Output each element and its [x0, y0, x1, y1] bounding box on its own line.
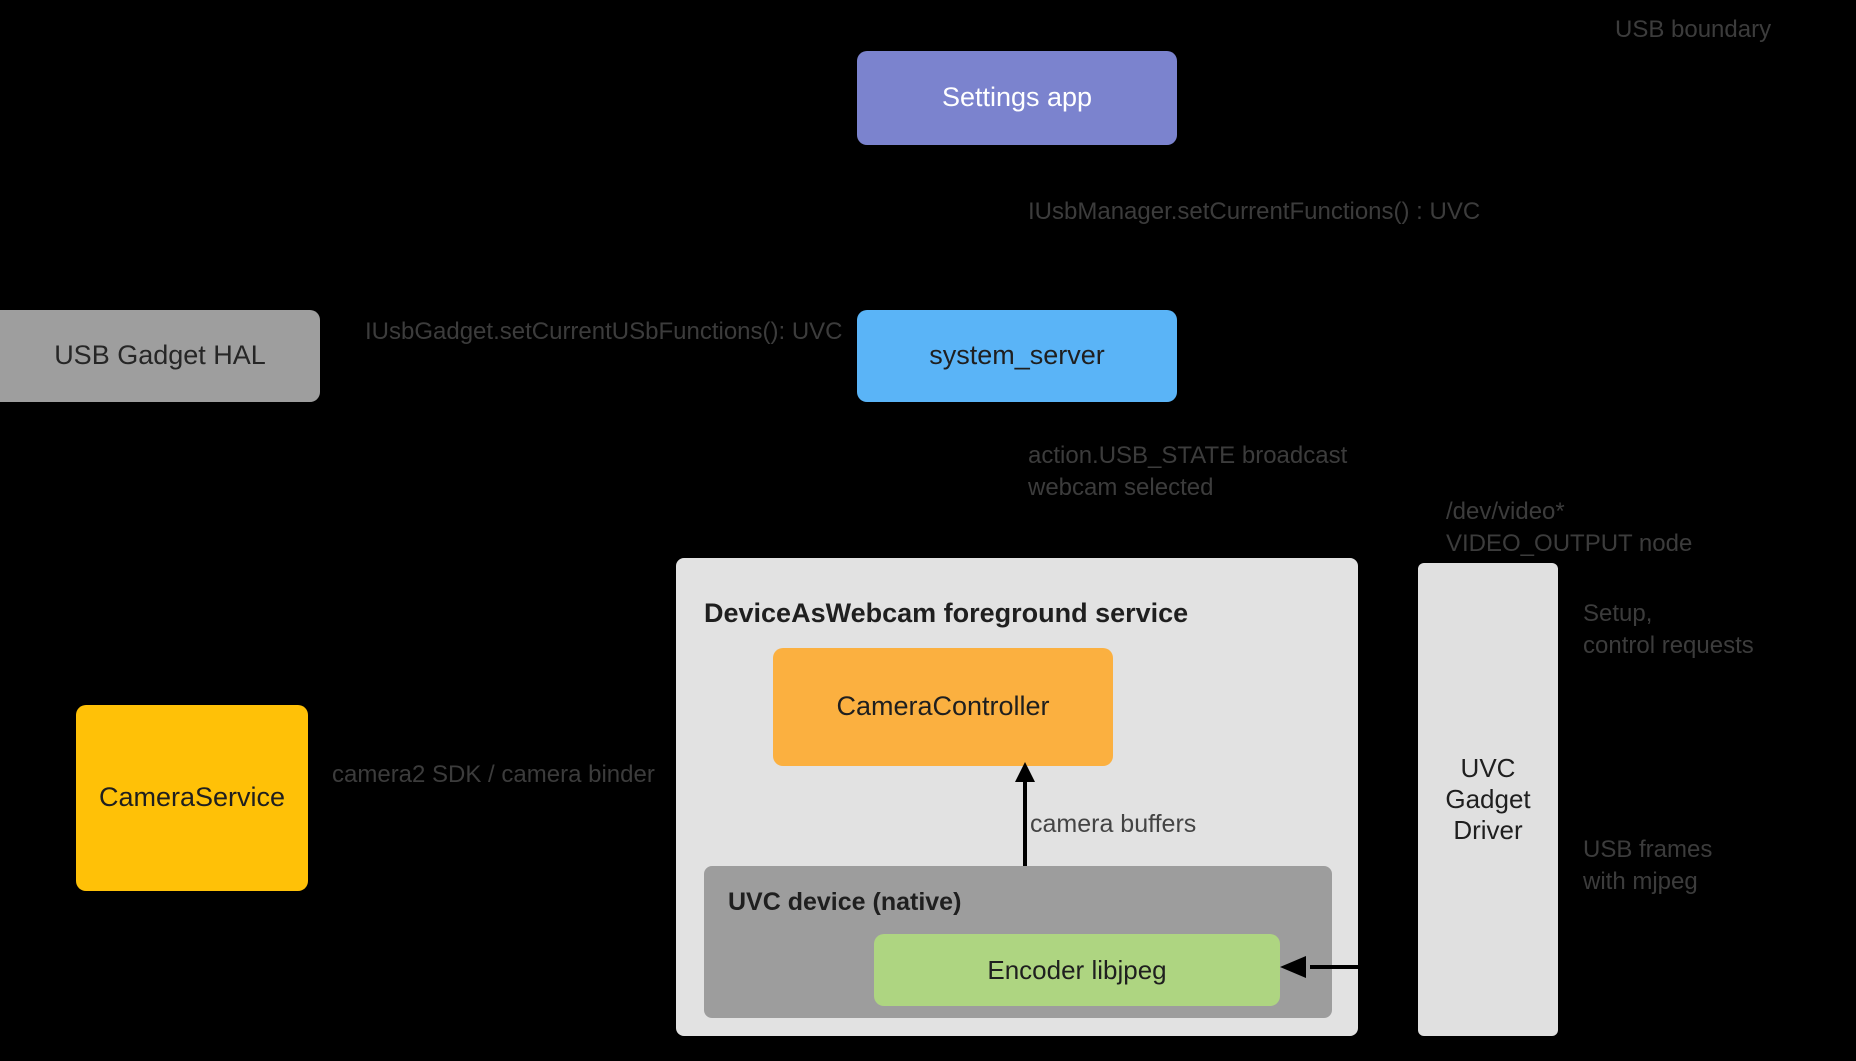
label-usb-boundary: USB boundary	[1615, 16, 1772, 43]
label-setup-control-requests: Setup, control requests	[1583, 600, 1754, 659]
deviceaswebcam-service-title: DeviceAsWebcam foreground service	[704, 598, 1189, 628]
label-iusbgadget-setcurrentusbfunctions: IUsbGadget.setCurrentUSbFunctions(): UVC	[365, 318, 843, 345]
label-camera2-sdk-binder: camera2 SDK / camera binder	[332, 761, 655, 788]
label-camera-buffers: camera buffers	[1030, 810, 1197, 838]
node-system-server[interactable]: system_server	[857, 310, 1177, 402]
node-camera-service[interactable]: CameraService	[76, 705, 308, 891]
label-usb-state-broadcast: action.USB_STATE broadcast webcam select…	[1028, 442, 1348, 501]
arrow-usb-frames-to-encoder	[1280, 956, 1418, 978]
label-iusbmanager-setcurrentfunctions: IUsbManager.setCurrentFunctions() : UVC	[1028, 198, 1481, 225]
node-uvc-gadget-driver[interactable]: UVC Gadget Driver	[1418, 563, 1558, 1036]
node-usb-gadget-hal[interactable]: USB Gadget HAL	[0, 310, 320, 402]
node-settings-app[interactable]: Settings app	[857, 51, 1177, 145]
node-encoder-libjpeg[interactable]: Encoder libjpeg	[874, 934, 1280, 1006]
node-camera-controller[interactable]: CameraController	[773, 648, 1113, 766]
uvc-device-title: UVC device (native)	[728, 888, 962, 916]
label-usb-frames-mjpeg: USB frames with mjpeg	[1583, 836, 1713, 895]
label-dev-video-node: /dev/video* VIDEO_OUTPUT node	[1446, 498, 1693, 557]
